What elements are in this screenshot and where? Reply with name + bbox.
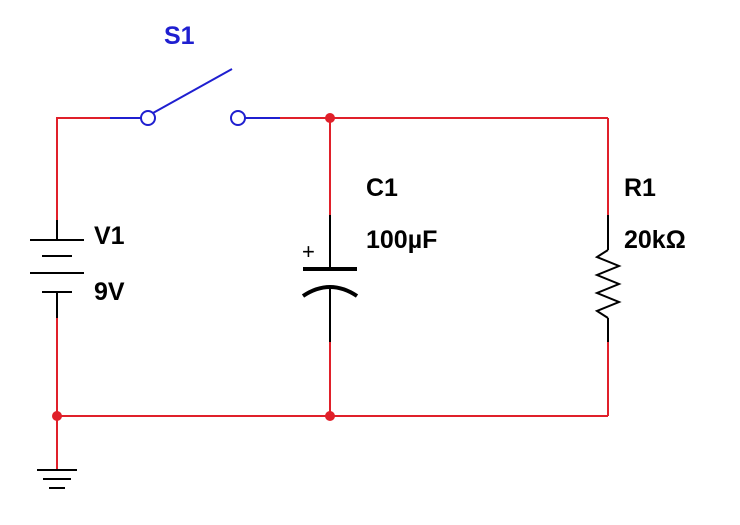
capacitor-polarity-mark: + — [302, 239, 315, 264]
capacitor-value-label: 100µF — [366, 226, 438, 254]
battery-value-label: 9V — [94, 278, 125, 306]
battery-ref-label: V1 — [94, 222, 125, 250]
capacitor-ref-label: C1 — [366, 174, 398, 202]
battery-v1[interactable] — [30, 220, 84, 318]
switch-s1[interactable] — [110, 68, 280, 126]
capacitor-c1[interactable] — [301, 215, 359, 342]
switch-left-contact — [140, 110, 156, 126]
resistor-zigzag — [594, 249, 622, 319]
junction-dot-bottom-mid — [325, 411, 335, 421]
wire-left-top — [56, 117, 110, 220]
ground-symbol — [37, 469, 77, 489]
switch-right-contact — [230, 110, 246, 126]
resistor-r1[interactable] — [594, 215, 622, 342]
switch-lever — [152, 68, 233, 114]
junctions — [52, 113, 335, 421]
resistor-value-label: 20kΩ — [624, 226, 686, 254]
junction-dot-top — [325, 113, 335, 123]
switch-label: S1 — [164, 22, 195, 50]
junction-dot-bottom-left — [52, 411, 62, 421]
resistor-ref-label: R1 — [624, 174, 656, 202]
